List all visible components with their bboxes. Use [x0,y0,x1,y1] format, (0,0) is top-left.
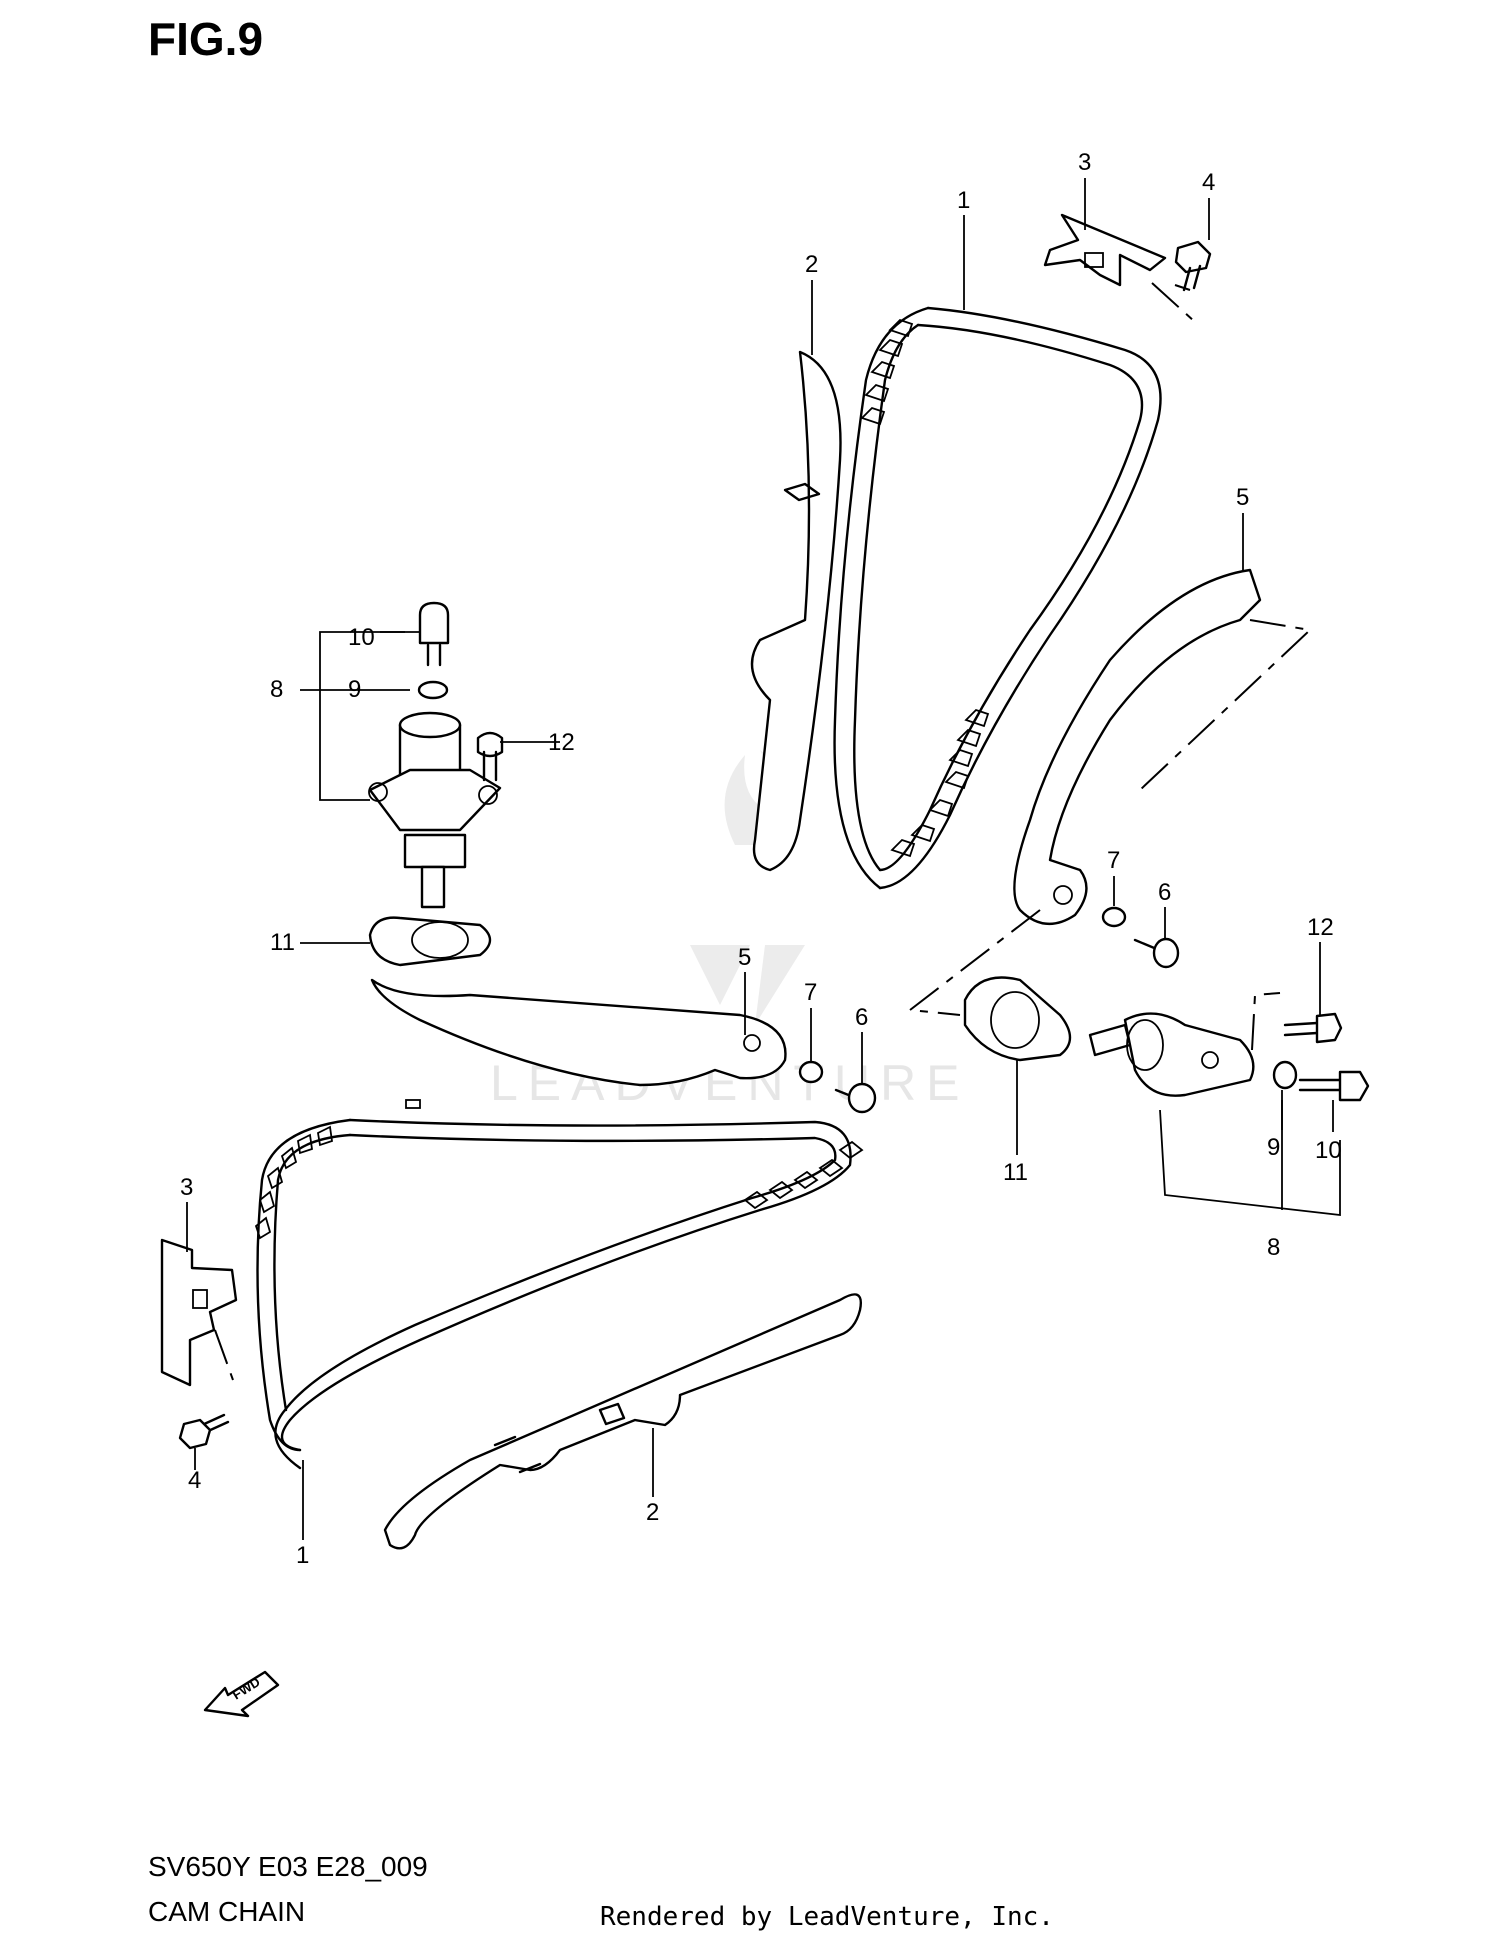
callout-3-upper: 3 [1078,149,1091,176]
callout-10-left: 10 [348,624,375,651]
callout-1-lower: 1 [296,1542,309,1569]
washer-7-right [1101,906,1127,928]
callout-4-lower: 4 [188,1467,201,1494]
fwd-arrow-icon: FWD [203,1670,280,1718]
cam-chain-lower [254,1118,864,1470]
callout-7-left: 7 [804,979,817,1006]
tensioner-adjuster-right [1088,1012,1255,1097]
tensioner-arm-right [1013,568,1262,926]
chain-guide-lower [383,1293,862,1550]
assembly-name: CAM CHAIN [148,1896,306,1927]
bolt-12-right [1251,992,1343,1051]
callout-12-right: 12 [1307,914,1334,941]
callout-11-right: 11 [1003,1159,1028,1186]
callout-5-left: 5 [738,944,751,971]
rendered-by: Rendered by LeadVenture, Inc. [600,1902,1054,1932]
bolt-4-lower [178,1329,234,1450]
cam-chain-upper [833,306,1162,890]
tensioner-arm-left [370,978,787,1087]
bolt-10-right [1298,1070,1370,1102]
callout-9-left: 9 [348,676,361,703]
callout-12-left: 12 [548,729,575,756]
chain-guide-side-plate [160,1238,238,1387]
callout-11-left: 11 [270,929,295,956]
callout-2-upper: 2 [805,251,818,278]
callout-4-upper: 4 [1202,169,1215,196]
bolt-12-left [476,731,504,782]
callout-8-right: 8 [1267,1234,1280,1261]
chain-guide-top-plate [1043,213,1167,287]
callout-7-right: 7 [1107,847,1120,874]
washer-7-left [798,1060,824,1084]
callout-8-left: 8 [270,676,283,703]
tensioner-adjuster-left [368,601,502,1109]
callout-3-lower: 3 [180,1174,193,1201]
callout-6-left: 6 [855,1004,868,1031]
callout-5-right: 5 [1236,484,1249,511]
callouts: 1 2 3 4 5 6 7 8 9 10 11 12 10 8 9 12 11 … [180,149,1342,1569]
gasket-left [368,916,492,967]
callout-6-right: 6 [1158,879,1171,906]
model-code: SV650Y E03 E28_009 [148,1851,428,1882]
callout-9-right: 9 [1267,1134,1280,1161]
bolt-4-upper [1151,240,1212,323]
bolt-6-right [1133,937,1180,969]
gasket-right [963,976,1072,1062]
washer-9-right [1272,1060,1298,1090]
callout-2-lower: 2 [646,1499,659,1526]
callout-1-upper: 1 [957,187,970,214]
figure-title: FIG.9 [148,13,264,65]
callout-10-right: 10 [1315,1137,1342,1164]
chain-guide-upper [750,350,842,872]
